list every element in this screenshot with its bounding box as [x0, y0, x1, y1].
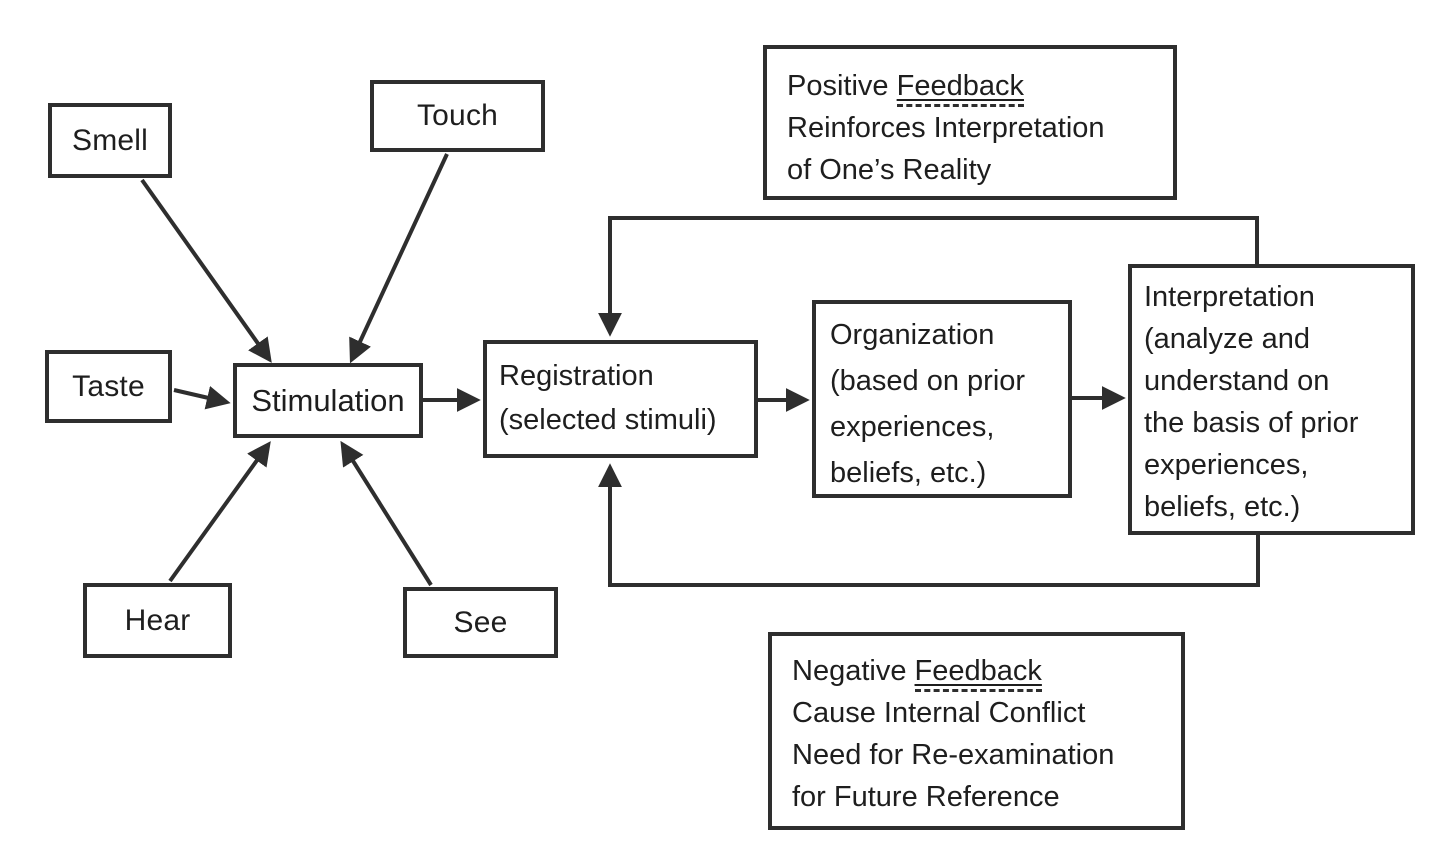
negative-feedback-prefix: Negative	[792, 655, 907, 687]
node-touch-label: Touch	[416, 99, 499, 132]
node-interpretation: Interpretation (analyze and understand o…	[1128, 264, 1415, 535]
node-taste-label: Taste	[72, 369, 145, 403]
positive-feedback-text: Reinforces Interpretation of One’s Reali…	[787, 112, 1105, 187]
node-stimulation-label: Stimulation	[251, 382, 405, 418]
node-hear: Hear	[83, 583, 232, 658]
negative-feedback-loop	[598, 463, 1260, 587]
positive-feedback-prefix: Positive	[787, 70, 889, 102]
negative-feedback-text: Cause Internal Conflict Need for Re-exam…	[792, 697, 1115, 814]
node-see: See	[403, 587, 558, 658]
node-smell-label: Smell	[71, 123, 148, 157]
node-smell: Smell	[48, 103, 172, 178]
positive-feedback-loop	[598, 216, 1259, 337]
negative-feedback-keyword: Feedback	[914, 655, 1042, 693]
node-hear-label: Hear	[124, 603, 191, 637]
node-organization: Organization (based on prior experiences…	[812, 300, 1072, 498]
positive-feedback-keyword: Feedback	[896, 70, 1024, 108]
arrow-see-to-stimulation	[340, 440, 433, 587]
arrow-smell-to-stimulation	[140, 178, 272, 363]
positive-feedback-headline: Positive Feedback	[787, 65, 1153, 108]
node-touch: Touch	[370, 80, 545, 152]
arrow-hear-to-stimulation	[168, 441, 271, 583]
negative-feedback-note: Negative Feedback Cause Internal Conflic…	[768, 632, 1185, 830]
node-taste: Taste	[45, 350, 172, 423]
arrow-taste-to-stimulation	[173, 385, 231, 410]
positive-feedback-note: Positive Feedback Reinforces Interpretat…	[763, 45, 1177, 200]
arrow-touch-to-stimulation	[349, 153, 449, 364]
node-stimulation: Stimulation	[233, 363, 423, 438]
negative-feedback-headline: Negative Feedback	[792, 650, 1161, 693]
node-see-label: See	[453, 605, 508, 639]
node-registration: Registration (selected stimuli)	[483, 340, 758, 458]
